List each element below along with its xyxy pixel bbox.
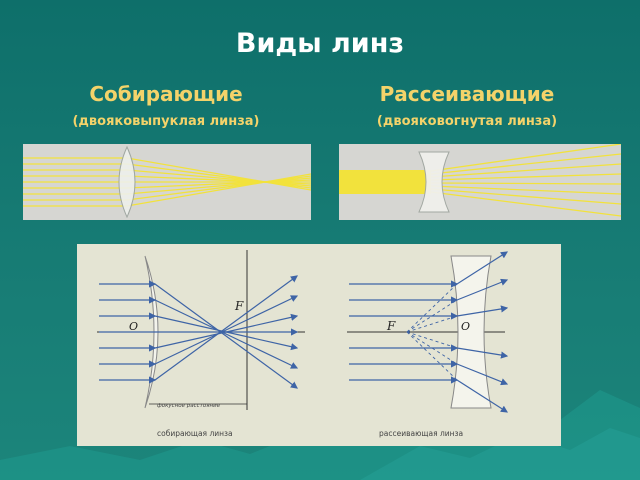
diverging-diagram: F O рассеивающая линза: [347, 251, 509, 438]
diverging-lens-photo: [339, 144, 621, 220]
diverging-subheading: (двояковогнутая линза): [376, 114, 558, 129]
diverging-focus-label: F: [386, 319, 396, 333]
converging-light-rays: [23, 157, 311, 207]
converging-caption: собирающая линза: [157, 429, 233, 438]
converging-center-label: O: [129, 320, 138, 333]
diverging-caption: рассеивающая линза: [379, 429, 463, 438]
converging-heading: Собирающие: [89, 82, 243, 106]
focal-length-label: фокусное расстояние: [157, 403, 221, 409]
ray-diagrams: F O фокусное расстояние собирающая линза: [97, 250, 509, 438]
diverging-light-rays: [430, 144, 621, 217]
slide-title: Виды линз: [235, 28, 405, 59]
converging-diagram: F O фокусное расстояние собирающая линза: [97, 250, 305, 438]
biconcave-lens-icon: [418, 151, 450, 213]
biconvex-lens-icon: [118, 145, 136, 219]
converging-lens-photo: [23, 144, 311, 220]
diverging-heading: Рассеивающие: [379, 82, 555, 106]
converging-focus-label: F: [234, 299, 244, 313]
diverging-center-label: O: [461, 320, 470, 333]
ray-diagrams-panel: F O фокусное расстояние собирающая линза: [77, 244, 561, 446]
converging-subheading: (двояковыпуклая линза): [72, 114, 260, 129]
